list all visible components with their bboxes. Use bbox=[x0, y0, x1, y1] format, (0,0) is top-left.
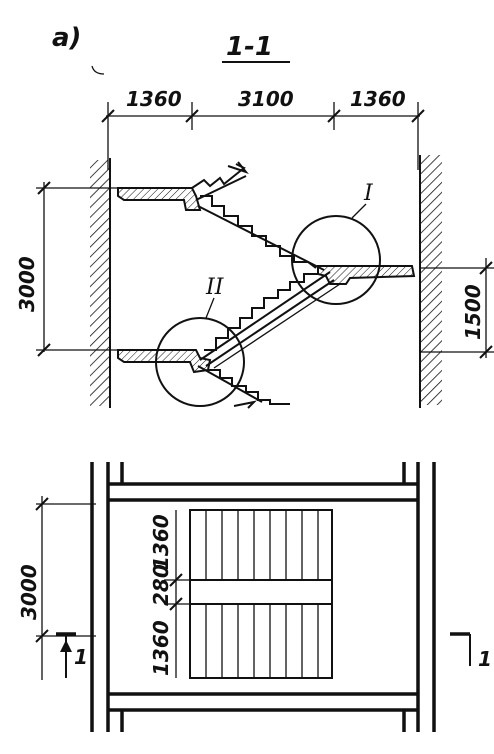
middle-landing bbox=[317, 265, 416, 285]
upper-landing bbox=[117, 161, 249, 211]
top-dim-right: 1360 bbox=[350, 87, 406, 111]
top-dim-left: 1360 bbox=[126, 87, 182, 111]
cut-label-left: 1 bbox=[74, 645, 88, 669]
left-wall-hatch bbox=[90, 160, 110, 406]
plan-dim-bottom-flight: 1360 bbox=[149, 620, 173, 676]
lower-descending-flight bbox=[197, 365, 290, 409]
upper-flight bbox=[197, 195, 325, 271]
right-wall-hatch bbox=[420, 155, 442, 405]
pen-mark bbox=[91, 65, 105, 75]
plan-height-label: 3000 bbox=[17, 564, 41, 620]
left-height-label: 3000 bbox=[15, 256, 39, 312]
detail-one-label: I bbox=[363, 181, 374, 206]
top-dimension-chain bbox=[101, 102, 425, 170]
detail-circle-one bbox=[291, 215, 381, 305]
left-height-dimension bbox=[36, 181, 118, 357]
section-title: 1-1 bbox=[226, 32, 273, 62]
lower-landing bbox=[117, 349, 212, 374]
plan-outer-walls bbox=[90, 462, 436, 732]
detail-two-label: II bbox=[205, 275, 225, 300]
figure-label: a) bbox=[52, 23, 81, 53]
lower-flight bbox=[199, 271, 341, 369]
plan-stair-flights bbox=[175, 509, 333, 679]
plan-inner-dimension bbox=[164, 573, 192, 611]
right-height-dimension bbox=[420, 258, 494, 359]
detail-circle-two bbox=[155, 317, 245, 407]
cut-label-right: 1 bbox=[478, 647, 492, 671]
plan-dim-top-flight: 1360 bbox=[149, 514, 173, 570]
top-dim-middle: 3100 bbox=[238, 87, 294, 111]
detail-one-leader bbox=[351, 203, 367, 219]
cut-marker-left bbox=[56, 632, 76, 678]
cut-marker-right bbox=[450, 632, 471, 666]
plan-dim-landing: 280 bbox=[149, 564, 173, 606]
right-height-label: 1500 bbox=[461, 284, 485, 340]
detail-two-leader bbox=[205, 297, 215, 319]
